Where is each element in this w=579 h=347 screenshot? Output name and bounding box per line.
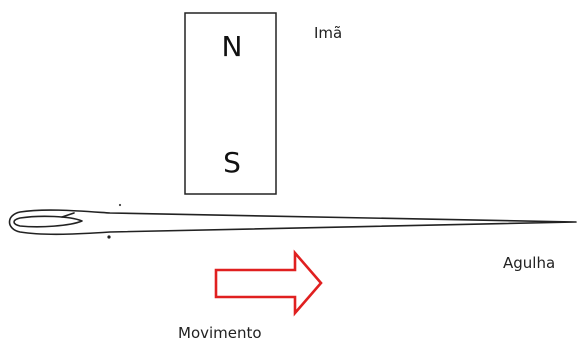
needle-groove — [61, 212, 75, 218]
movement-arrow — [214, 249, 323, 317]
needle-body — [8, 209, 577, 236]
magnet-south-pole-label: S — [223, 146, 241, 179]
movement-label: Movimento — [178, 324, 262, 342]
speck-dot — [118, 203, 122, 207]
needle — [8, 209, 577, 236]
magnet-bar — [184, 12, 277, 195]
needle-label: Agulha — [503, 254, 555, 272]
speck-dot — [107, 235, 111, 239]
magnet-north-pole-label: N — [222, 30, 243, 63]
needle-eye — [13, 215, 83, 228]
magnet-name-label: Imã — [314, 24, 342, 42]
